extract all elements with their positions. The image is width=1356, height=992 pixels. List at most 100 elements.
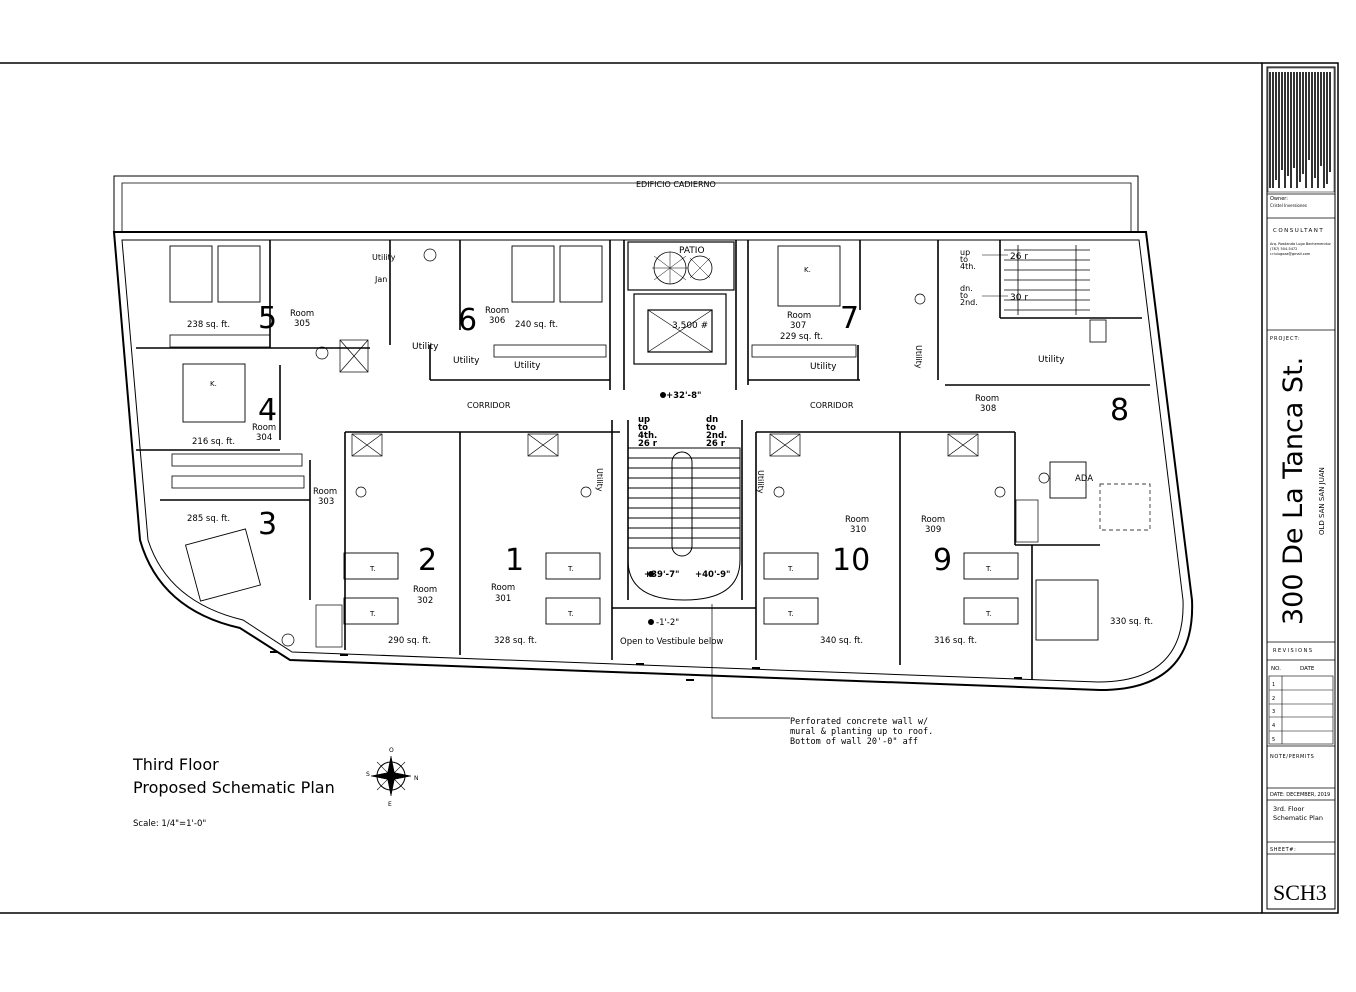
rev-row-4: 4 <box>1272 723 1275 729</box>
room-id: 308 <box>980 404 996 414</box>
sheet-number: SCH3 <box>1273 880 1327 905</box>
stair-note-down: 2nd. <box>706 431 727 441</box>
ada-label: ADA <box>1075 474 1093 484</box>
stair-note-down: 26 r <box>706 439 726 449</box>
sheet-label: SHEET#: <box>1270 847 1296 853</box>
room-number: 2 <box>418 543 437 578</box>
revisions-label: REVISIONS <box>1273 648 1314 654</box>
notes-label: NOTE/PERMITS <box>1270 754 1314 760</box>
room-area: 328 sq. ft. <box>494 636 537 646</box>
elevation-marker-icon <box>660 392 666 398</box>
room-id: 309 <box>925 525 941 535</box>
utility-label: Utility <box>756 470 765 494</box>
room-id: 304 <box>256 433 272 443</box>
compass-n: N <box>414 775 419 782</box>
windows <box>270 651 1022 681</box>
owner-label: Owner: <box>1270 196 1288 202</box>
room-label: Room <box>491 583 515 593</box>
elevation-vestibule: -1'-2" <box>656 618 679 628</box>
room-id: 302 <box>417 596 433 606</box>
title-block-frame <box>1261 62 1339 914</box>
utility-label: Utility <box>514 361 541 371</box>
compass-o: O <box>389 747 394 754</box>
elevation-stair-left: +39'-7" <box>644 570 679 580</box>
shower-fixtures <box>281 248 1151 648</box>
patio-plant-icon <box>652 252 711 284</box>
rev-row-2: 2 <box>1272 696 1275 702</box>
utility-label: Utility <box>595 468 604 492</box>
compass-s: S <box>366 771 370 778</box>
owner-value: Cristel Inversiones <box>1270 203 1307 208</box>
utility-label: Utility <box>810 362 837 372</box>
room-number: 5 <box>258 301 277 336</box>
room-id: 310 <box>850 525 866 535</box>
rear-stair-note-dn: to <box>960 291 968 300</box>
rear-stair-note-up: up <box>960 248 970 257</box>
stair-note-up: to <box>638 423 648 433</box>
building-outline <box>112 175 1194 692</box>
room-label: Room <box>787 311 811 321</box>
utility-label: Utility <box>412 342 439 352</box>
room-area: 340 sq. ft. <box>820 636 863 646</box>
callout-line-1: Perforated concrete wall w/ <box>790 717 928 727</box>
room-label: Room <box>975 394 999 404</box>
utility-label: Utility <box>453 356 480 366</box>
room-number: 9 <box>933 543 952 578</box>
bed-label: T. <box>985 610 992 618</box>
consultant-line-2: (787) 504-5472 <box>1270 247 1297 251</box>
sheet-desc-2: Schematic Plan <box>1273 814 1323 822</box>
rear-stair-note-up: to <box>960 255 968 264</box>
sheet-desc-1: 3rd. Floor <box>1273 805 1304 813</box>
revision-table <box>1268 675 1334 745</box>
room-number: 4 <box>258 393 277 428</box>
sheet-date: DATE: DECEMBER, 2019 <box>1270 792 1330 798</box>
rear-stair-note-dn: 2nd. <box>960 298 978 307</box>
room-id: 301 <box>495 594 511 604</box>
compass-rose-icon <box>370 755 412 797</box>
stair-note-up: 4th. <box>638 431 657 441</box>
room-number: 3 <box>258 507 277 542</box>
drawing-title-2: Proposed Schematic Plan <box>133 778 335 797</box>
legal-notes-block <box>1267 67 1335 193</box>
utility-label: Utility <box>372 253 396 262</box>
elevation-marker-icon <box>648 619 654 625</box>
rev-date-header: DATE <box>1300 666 1315 672</box>
bed-label: T. <box>787 565 794 573</box>
elevator-core <box>627 241 735 365</box>
room-number: 8 <box>1110 393 1129 428</box>
room-number: 10 <box>832 543 870 578</box>
king-bed-label: K. <box>210 380 217 388</box>
utility-label: Utility <box>914 345 923 369</box>
room-area: 216 sq. ft. <box>192 437 235 447</box>
room-label: Room <box>485 306 509 316</box>
room-number: 7 <box>840 301 859 336</box>
king-bed-label: K. <box>804 266 811 274</box>
rev-row-5: 5 <box>1272 737 1275 743</box>
bed-furniture <box>169 245 1099 641</box>
project-sub: OLD SAN SAN JUAN <box>1318 467 1326 535</box>
rear-stair <box>1004 245 1107 343</box>
rear-stair-note-up: 4th. <box>960 262 976 271</box>
consultant-line-1: Arq. Rosilanda Lugo Bechemenduz <box>1270 242 1331 246</box>
stair-note-up: up <box>638 415 650 425</box>
corridor-label-right: CORRIDOR <box>810 401 854 410</box>
drawing-title-1: Third Floor <box>132 755 219 774</box>
bed-label: T. <box>567 565 574 573</box>
project-label: PROJECT: <box>1270 336 1301 342</box>
bed-label: T. <box>369 565 376 573</box>
room-id: 306 <box>489 316 505 326</box>
room-area: 290 sq. ft. <box>388 636 431 646</box>
consultant-line-3: r.rlulugoza@gmail.com <box>1270 252 1311 256</box>
corridor-label-left: CORRIDOR <box>467 401 511 410</box>
bed-label: T. <box>985 565 992 573</box>
neighbor-building-label: EDIFICIO CADIERNO <box>636 180 716 189</box>
patio-label: PATIO <box>679 246 705 256</box>
compass-e: E <box>388 801 392 808</box>
room-label: Room <box>252 423 276 433</box>
bed-label: T. <box>369 610 376 618</box>
project-name: 300 De La Tanca St. <box>1278 357 1309 625</box>
room-label: Room <box>413 585 437 595</box>
room-area: 229 sq. ft. <box>780 332 823 342</box>
rev-row-3: 3 <box>1272 709 1275 715</box>
